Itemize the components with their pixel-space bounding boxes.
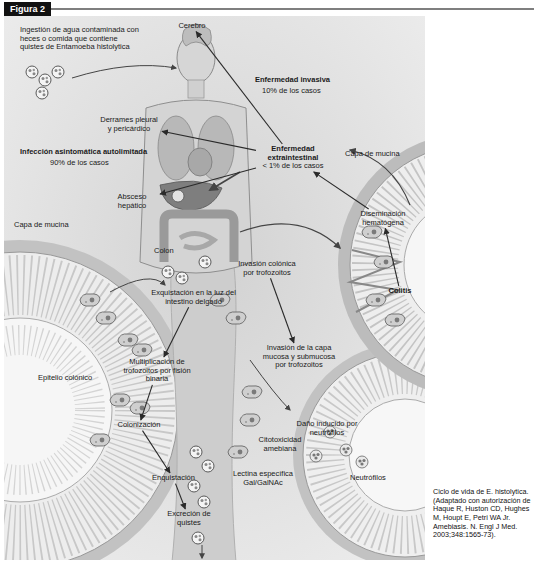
cyst	[202, 460, 214, 472]
stage-text: Diseminación hematógena	[350, 210, 416, 227]
trophozoite	[366, 294, 386, 306]
trophozoite	[110, 394, 130, 406]
stage-label-box: Colitis	[380, 287, 420, 296]
stage-text: Absceso hepático	[106, 193, 158, 210]
illustration-label: Epitelio colónico	[38, 374, 108, 383]
colon-crypt	[338, 133, 425, 397]
illustration-label: Lectina específica Gal/GalNAc	[226, 470, 300, 487]
stage-text: Enquistación	[146, 474, 201, 483]
human-body	[140, 24, 252, 273]
stage-text: Colitis	[380, 287, 420, 296]
illustration-label: 90% de los casos	[50, 159, 130, 168]
illustration-label: 10% de los casos	[262, 87, 342, 96]
trophozoite	[240, 414, 260, 426]
trophozoite	[374, 256, 394, 268]
trophozoite	[385, 314, 405, 326]
stage-arrow	[314, 172, 369, 209]
stage-label-box: Ingestión de agua contaminada con heces …	[20, 26, 142, 52]
stage-arrow	[160, 168, 256, 194]
cyst	[192, 532, 204, 544]
stage-arrow	[271, 278, 294, 343]
cyst	[176, 272, 188, 284]
illustration-label: Capa de mucina	[14, 221, 76, 230]
illustration-label: Daño inducido por neutrófilos	[296, 420, 358, 437]
stage-label-box: Exquistación en la luz del intestino del…	[146, 289, 241, 306]
trophozoite	[228, 446, 248, 458]
illustration-label: Capa de mucina	[345, 150, 407, 159]
colon-tube	[164, 214, 234, 262]
stage-text: < 1% de los casos	[258, 162, 328, 171]
stage-text: Enfermedad extraintestinal	[258, 145, 328, 162]
trophozoite	[132, 344, 152, 356]
cyst	[199, 256, 211, 268]
cyst	[190, 446, 202, 458]
stage-arrow	[143, 431, 171, 473]
stage-label-box: Cerebro	[172, 22, 212, 31]
stage-label-box: Colonización	[108, 421, 170, 430]
trophozoite	[242, 386, 262, 398]
cyst	[36, 87, 48, 99]
flow-arrow	[350, 150, 410, 205]
stage-text: Derrames pleural y pericárdico	[98, 116, 160, 133]
cyst	[198, 496, 210, 508]
trophozoite	[362, 226, 382, 238]
stage-label-box: Absceso hepático	[106, 193, 158, 210]
stage-label-box: Invasión colónica por trofozoitos	[233, 260, 301, 277]
lung	[158, 116, 194, 180]
stage-label-box: Excreción de quistes	[163, 510, 215, 527]
figure-caption: Ciclo de vida de E. histolytica. (Adapta…	[433, 488, 533, 540]
cyst	[162, 266, 174, 278]
neutrophil	[356, 456, 368, 468]
stage-label-box: Diseminación hematógena	[350, 210, 416, 227]
flow-arrow	[210, 172, 240, 190]
stage-label-box: Derrames pleural y pericárdico	[98, 116, 160, 133]
neutrophil	[310, 450, 322, 462]
heart	[188, 148, 212, 176]
liver	[160, 181, 222, 210]
stage-text: Invasión colónica por trofozoitos	[233, 260, 301, 277]
small-intestine	[180, 233, 214, 248]
stage-arrow	[141, 385, 153, 420]
trophozoite	[226, 312, 246, 324]
stage-text: Excreción de quistes	[163, 510, 215, 527]
colon-crypt	[4, 240, 190, 560]
flow-arrow	[202, 545, 203, 558]
trophozoite	[118, 334, 138, 346]
trophozoite	[90, 434, 110, 446]
stage-text: Invasión de la capa mucosa y submucosa p…	[258, 344, 340, 370]
cyst	[39, 74, 51, 86]
stage-label-box: Invasión de la capa mucosa y submucosa p…	[258, 344, 340, 370]
ulcer-edge	[350, 250, 400, 312]
trophozoite	[80, 294, 100, 306]
stage-text: Multiplicación de trofozoitos por fisión…	[118, 358, 196, 384]
stage-text: Exquistación en la luz del intestino del…	[146, 289, 241, 306]
illustration-label: Infección asintomática autolimitada	[20, 148, 170, 157]
stage-arrow	[162, 131, 256, 150]
cyst	[52, 66, 64, 78]
cyst	[26, 66, 38, 78]
trophozoite	[96, 312, 116, 324]
stage-label-box: Enfermedad extraintestinal< 1% de los ca…	[258, 145, 328, 171]
stage-label-box: Multiplicación de trofozoitos por fisión…	[118, 358, 196, 384]
top-rule	[4, 8, 534, 9]
stage-text: Cerebro	[172, 22, 212, 31]
illustration-label: Citotoxicidad amebiana	[256, 436, 304, 453]
flow-arrow	[240, 224, 340, 248]
flow-arrow	[72, 66, 176, 78]
trophozoite	[130, 402, 150, 414]
stage-label-box: Enquistación	[146, 474, 201, 483]
stage-arrow	[176, 484, 186, 509]
figure-tab: Figura 2	[4, 2, 51, 16]
illustration-label: Colon	[154, 247, 184, 256]
stage-text: Ingestión de agua contaminada con heces …	[20, 26, 142, 52]
illustration-label: Enfermedad invasiva	[255, 76, 347, 85]
stage-arrow	[385, 228, 399, 286]
stage-text: Colonización	[108, 421, 170, 430]
illustration-label: Neutrófilos	[350, 474, 402, 483]
stage-arrow	[164, 307, 189, 357]
neutrophil	[340, 444, 352, 456]
liver-abscess	[172, 190, 184, 202]
